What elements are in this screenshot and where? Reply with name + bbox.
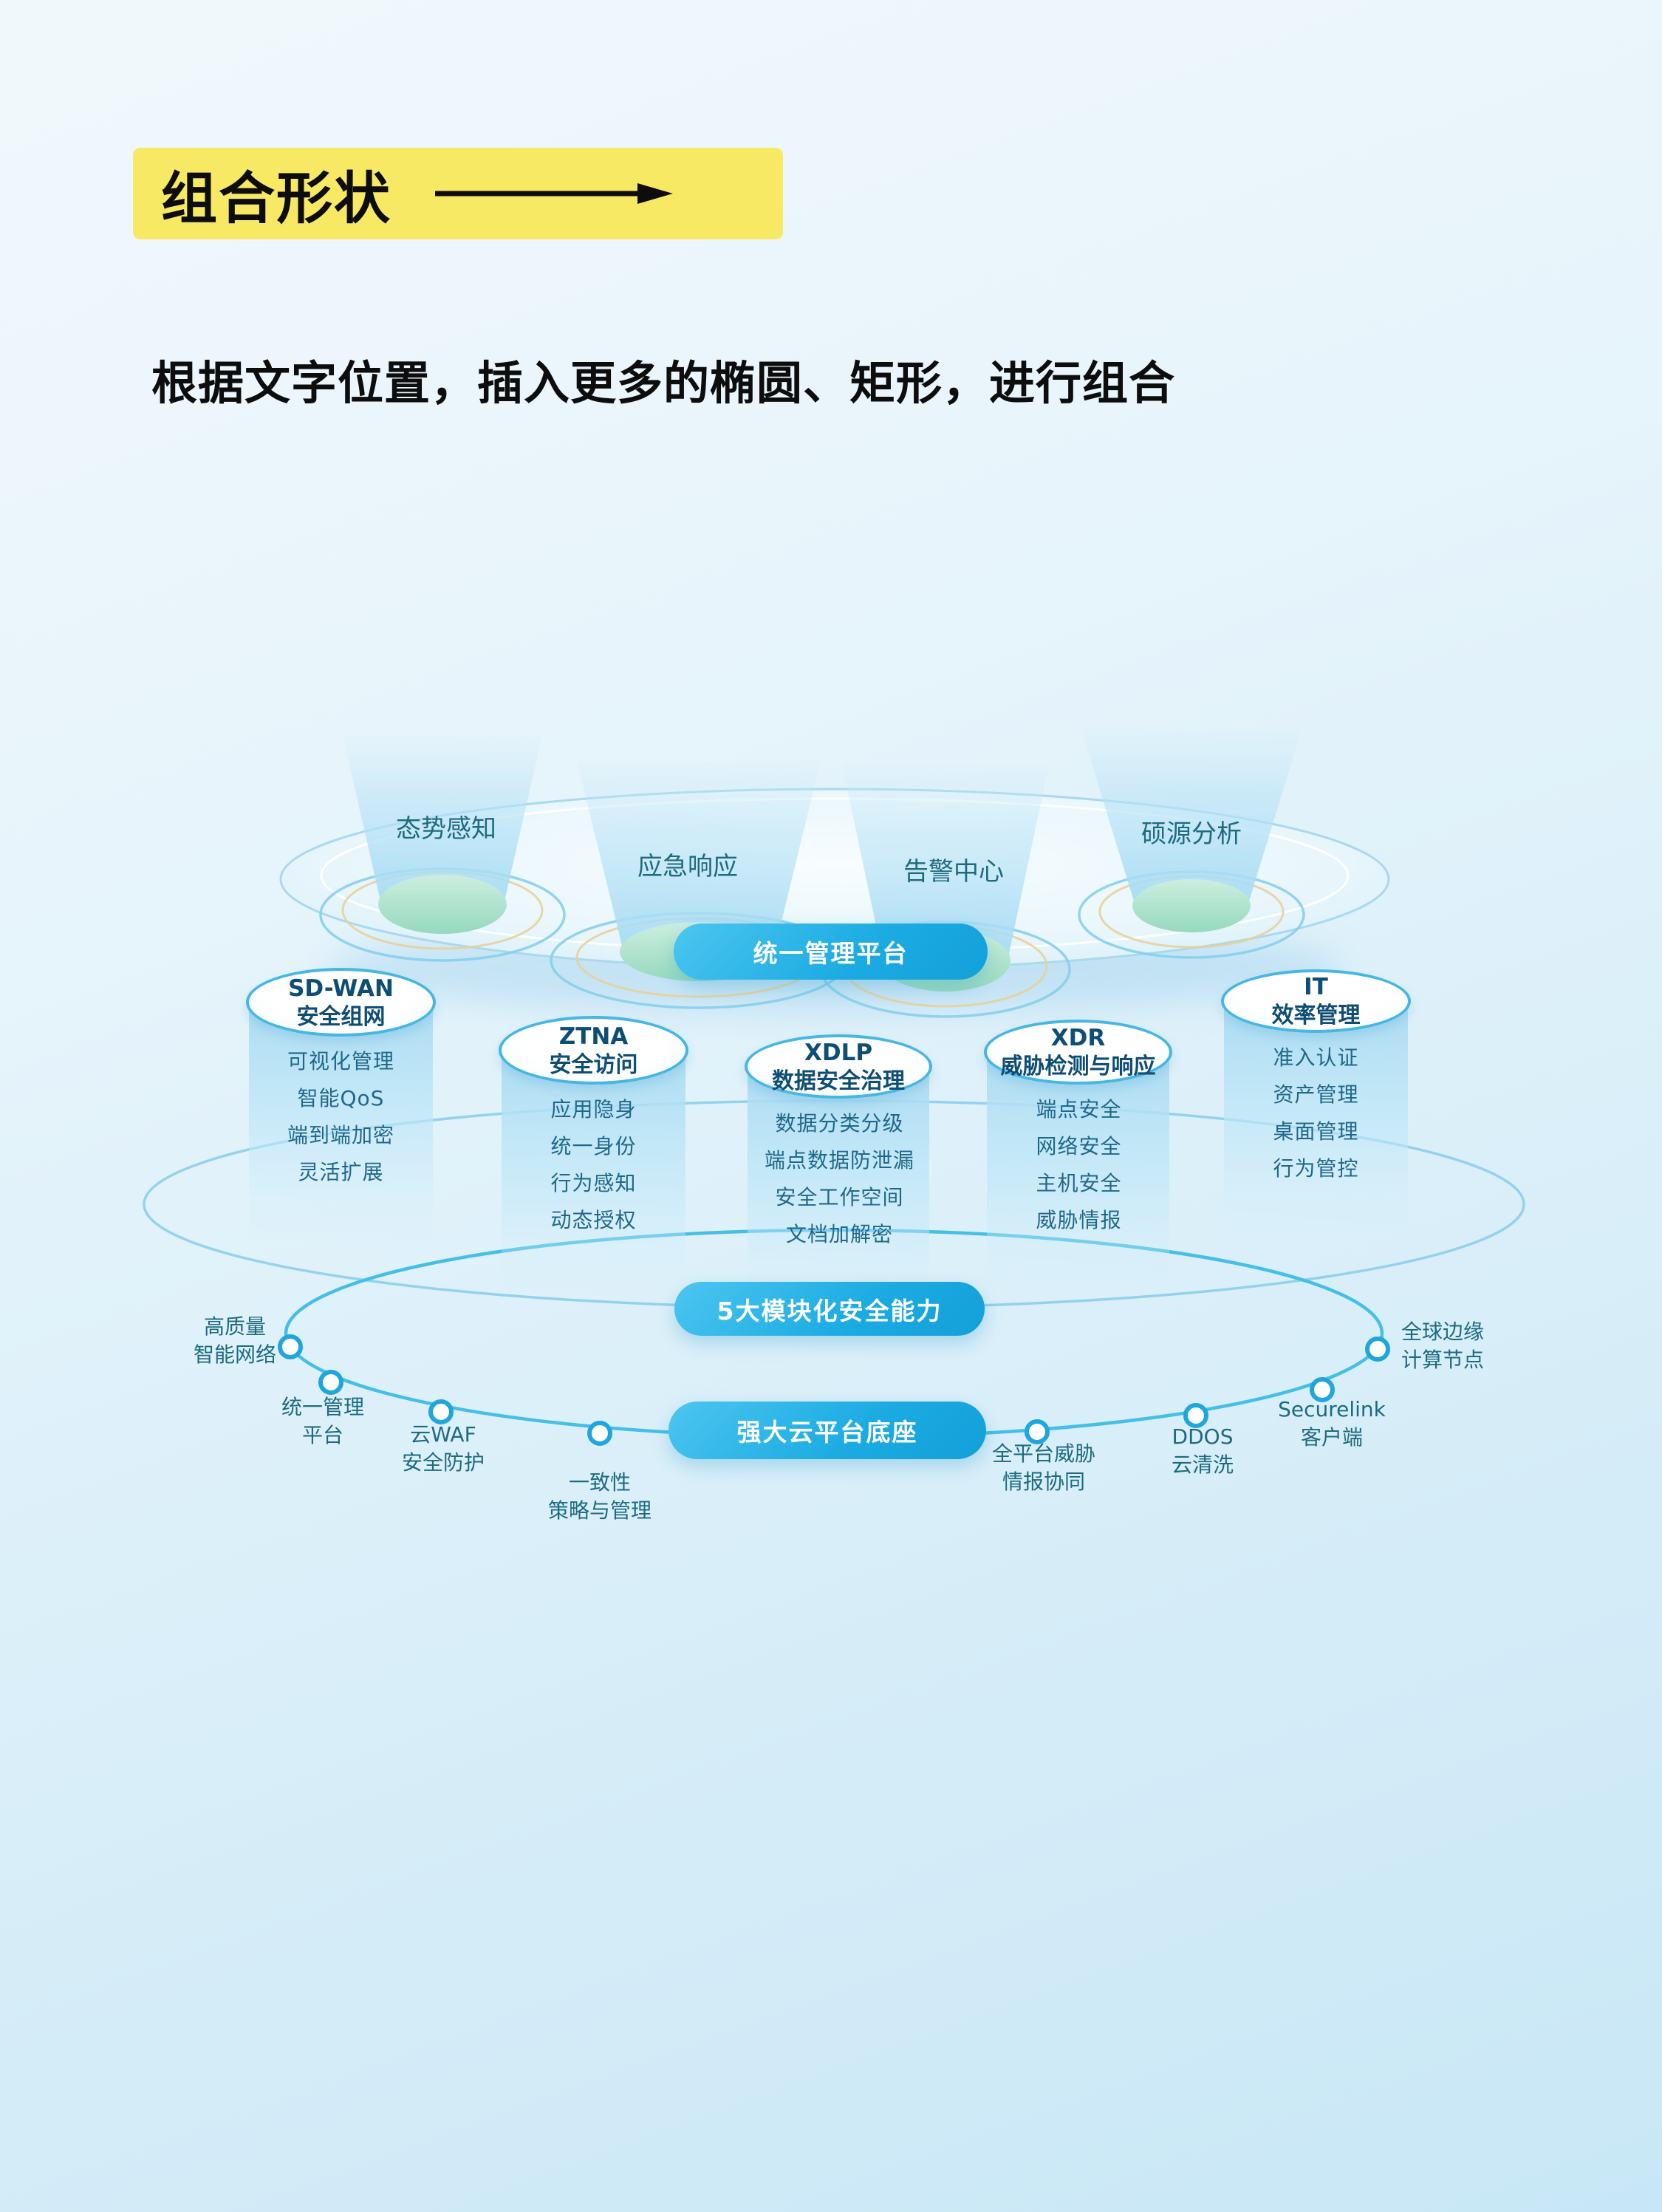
node-label-consistent-policy: 一致性 策略与管理 bbox=[547, 1470, 652, 1523]
module-item: 主机安全 bbox=[1036, 1171, 1122, 1195]
module-subtitle: 安全访问 bbox=[549, 1051, 638, 1078]
module-item: 数据分类分级 bbox=[775, 1111, 904, 1136]
module-item: 准入认证 bbox=[1273, 1045, 1359, 1070]
cylinder-top: XDLP 数据安全治理 bbox=[745, 1034, 932, 1099]
node-dot bbox=[1183, 1403, 1208, 1428]
node-dot bbox=[318, 1370, 343, 1395]
module-item: 端点数据防泄漏 bbox=[764, 1148, 914, 1172]
module-items: 可视化管理 智能QoS 端到端加密 灵活扩展 bbox=[231, 1042, 451, 1189]
module-item: 动态授权 bbox=[550, 1208, 637, 1232]
funnel-label-source-analysis: 硕源分析 bbox=[1141, 819, 1242, 849]
node-label-securelink-client: Securelink 客户端 bbox=[1278, 1397, 1386, 1450]
module-item: 端点安全 bbox=[1036, 1097, 1122, 1122]
module-subtitle: 效率管理 bbox=[1271, 1003, 1361, 1028]
module-name: ZTNA bbox=[558, 1023, 629, 1050]
cylinder-top: ZTNA 安全访问 bbox=[499, 1016, 688, 1085]
module-item: 灵活扩展 bbox=[298, 1160, 384, 1184]
module-subtitle: 数据安全治理 bbox=[772, 1068, 905, 1094]
module-item: 统一身份 bbox=[550, 1134, 637, 1158]
cylinder-top: SD-WAN 安全组网 bbox=[246, 968, 436, 1037]
module-name: IT bbox=[1304, 974, 1328, 1000]
module-item: 威胁情报 bbox=[1036, 1208, 1122, 1232]
module-subtitle: 安全组网 bbox=[296, 1003, 386, 1030]
cylinder-top: XDR 威胁检测与响应 bbox=[984, 1020, 1172, 1085]
node-dot bbox=[1025, 1419, 1050, 1444]
node-label-threat-intel-collab: 全平台威胁 情报协同 bbox=[991, 1441, 1095, 1494]
funnel-source-analysis bbox=[1078, 728, 1305, 959]
module-subtitle: 威胁检测与响应 bbox=[1000, 1054, 1156, 1079]
long-arrow-icon bbox=[435, 183, 673, 204]
funnel-label-situation-awareness: 态势感知 bbox=[396, 814, 496, 844]
module-item: 安全工作空间 bbox=[775, 1185, 904, 1209]
module-item: 资产管理 bbox=[1273, 1082, 1359, 1107]
module-name: XDLP bbox=[804, 1039, 873, 1066]
node-dot bbox=[278, 1334, 303, 1359]
platform-node-dots bbox=[278, 1334, 1390, 1446]
cylinder-body bbox=[1224, 1001, 1408, 1245]
module-items: 数据分类分级 端点数据防泄漏 安全工作空间 文档加解密 bbox=[730, 1104, 949, 1252]
node-label-global-edge-nodes: 全球边缘 计算节点 bbox=[1401, 1320, 1484, 1372]
node-dot bbox=[587, 1421, 612, 1446]
funnel-situation-awareness bbox=[319, 735, 566, 962]
module-item: 可视化管理 bbox=[287, 1049, 394, 1073]
module-item: 智能QoS bbox=[297, 1086, 385, 1110]
node-label-ddos-scrubbing: DDOS 云清洗 bbox=[1171, 1424, 1234, 1477]
cylinder-body bbox=[502, 1050, 685, 1294]
module-item: 端到端加密 bbox=[287, 1123, 394, 1147]
node-dot bbox=[428, 1399, 454, 1424]
header-badge: 组合形状 bbox=[133, 148, 783, 239]
cylinder-body bbox=[249, 1002, 433, 1246]
module-items: 应用隐身 统一身份 行为感知 动态授权 bbox=[484, 1090, 703, 1238]
cylinder-body bbox=[748, 1066, 929, 1310]
module-name: SD-WAN bbox=[288, 974, 394, 1002]
node-dot bbox=[1310, 1377, 1335, 1402]
module-items: 端点安全 网络安全 主机安全 威胁情报 bbox=[969, 1090, 1189, 1238]
pill-unified-management-platform: 统一管理平台 bbox=[674, 924, 988, 980]
funnel-label-alert-center: 告警中心 bbox=[903, 857, 1004, 887]
pill-modular-security-capabilities: 5大模块化安全能力 bbox=[674, 1282, 985, 1336]
module-item: 应用隐身 bbox=[550, 1097, 637, 1122]
module-item: 网络安全 bbox=[1036, 1134, 1122, 1158]
page-subtitle: 根据文字位置，插入更多的椭圆、矩形，进行组合 bbox=[151, 356, 1176, 410]
module-item: 文档加解密 bbox=[785, 1222, 893, 1246]
pill-cloud-platform-base: 强大云平台底座 bbox=[668, 1402, 986, 1459]
node-label-high-quality-network: 高质量 智能网络 bbox=[193, 1314, 276, 1367]
module-item: 行为管控 bbox=[1273, 1156, 1359, 1181]
cylinder-top: IT 效率管理 bbox=[1221, 969, 1411, 1033]
node-label-unified-management: 统一管理 平台 bbox=[281, 1395, 364, 1447]
cylinder-body bbox=[987, 1052, 1169, 1296]
header-badge-label: 组合形状 bbox=[161, 165, 391, 231]
module-items: 准入认证 资产管理 桌面管理 行为管控 bbox=[1206, 1038, 1426, 1186]
module-item: 行为感知 bbox=[550, 1171, 637, 1195]
module-name: XDR bbox=[1050, 1025, 1106, 1051]
module-item: 桌面管理 bbox=[1273, 1119, 1359, 1144]
funnel-label-emergency-response: 应急响应 bbox=[637, 852, 738, 881]
node-label-cloud-waf: 云WAF 安全防护 bbox=[401, 1422, 485, 1475]
node-dot bbox=[1365, 1337, 1390, 1362]
